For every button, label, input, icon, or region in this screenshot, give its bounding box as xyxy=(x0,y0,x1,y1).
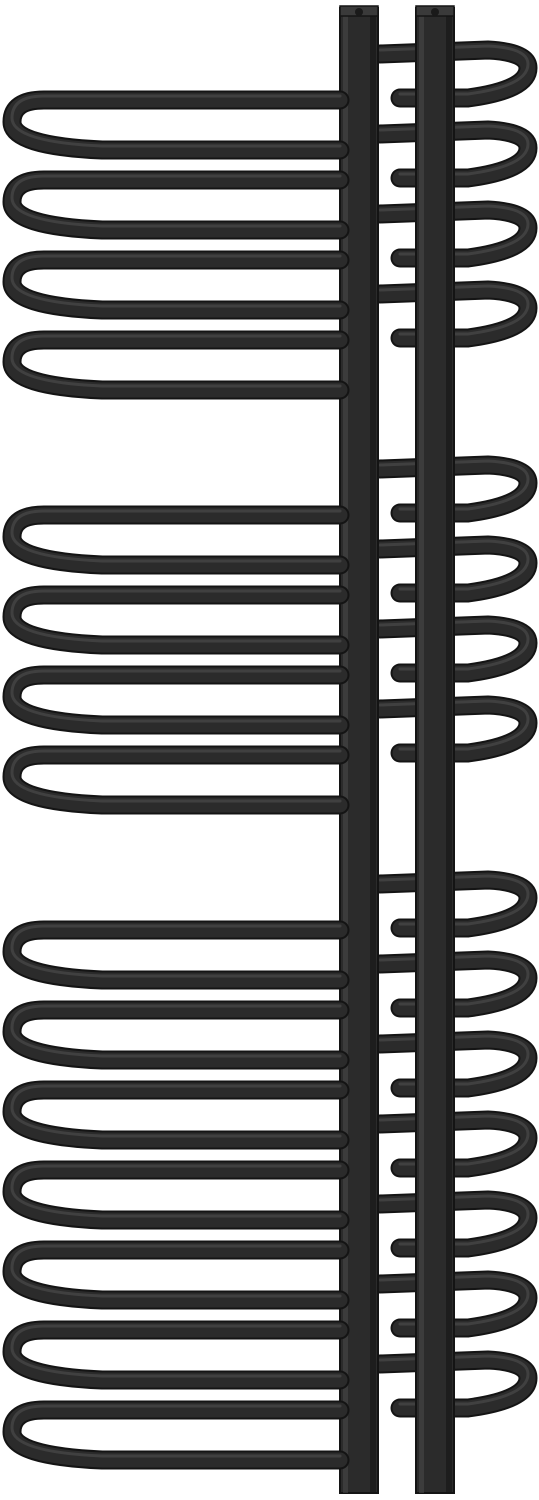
post-right-valve xyxy=(431,8,439,16)
post-left-shadow xyxy=(370,8,376,1493)
rail-right-loop-highlight-3 xyxy=(378,284,530,336)
rail-left-loop-highlight-3 xyxy=(10,334,342,388)
rail-right-loop-highlight-1 xyxy=(378,124,530,176)
rail-left-loop-highlight-13 xyxy=(10,1324,342,1378)
rail-left-loop-highlight-7 xyxy=(10,749,342,803)
rail-left-loop-highlight-8 xyxy=(10,924,342,978)
rail-left-loop-highlight-12 xyxy=(10,1244,342,1298)
rail-right-loop-highlight-12 xyxy=(378,1194,530,1246)
rail-right-loop-highlight-6 xyxy=(378,619,530,671)
rail-left-loop-highlight-14 xyxy=(10,1404,342,1458)
post-right-highlight xyxy=(419,8,424,1493)
rail-right-loop-highlight-7 xyxy=(378,699,530,751)
post-right-shadow xyxy=(446,8,452,1493)
rear-rail-layer xyxy=(370,40,538,1418)
rail-right-loop-highlight-5 xyxy=(378,539,530,591)
rail-left-loop-highlight-10 xyxy=(10,1084,342,1138)
rail-right-loop-highlight-9 xyxy=(378,954,530,1006)
rail-right-loop-highlight-11 xyxy=(378,1114,530,1166)
rail-right-loop-highlight-2 xyxy=(378,204,530,256)
rail-left-loop-highlight-11 xyxy=(10,1164,342,1218)
front-rail-layer xyxy=(2,90,350,1470)
rail-right-loop-highlight-0 xyxy=(378,44,530,96)
rail-left-loop-highlight-1 xyxy=(10,174,342,228)
post-left-valve xyxy=(355,8,363,16)
rail-left-loop-highlight-6 xyxy=(10,669,342,723)
rail-left-loop-highlight-0 xyxy=(10,94,342,148)
rail-right-loop-highlight-10 xyxy=(378,1034,530,1086)
rail-left-loop-highlight-9 xyxy=(10,1004,342,1058)
rail-left-loop-highlight-5 xyxy=(10,589,342,643)
rail-left-loop-highlight-2 xyxy=(10,254,342,308)
rail-right-loop-highlight-8 xyxy=(378,874,530,926)
rail-right-loop-highlight-13 xyxy=(378,1274,530,1326)
rail-right-loop-highlight-4 xyxy=(378,459,530,511)
rail-right-loop-highlight-14 xyxy=(378,1354,530,1406)
rail-left-loop-highlight-4 xyxy=(10,509,342,563)
